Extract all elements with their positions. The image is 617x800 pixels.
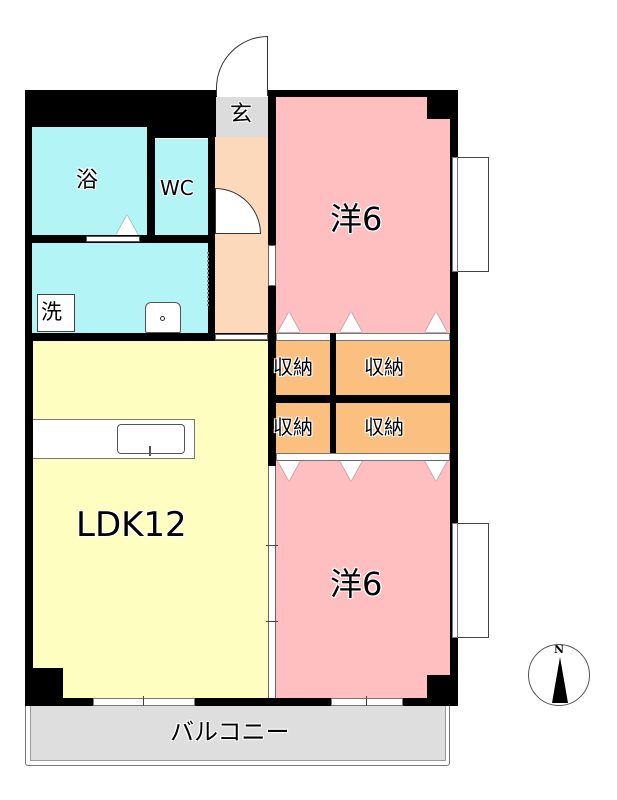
window-mullion [366,696,367,706]
closet-door-triangle [425,312,447,332]
washroom-folding-door[interactable] [207,252,210,306]
wc-right-wall [208,127,215,341]
room-hallway [215,137,268,333]
wc-label: WC [160,176,194,200]
western-room-2-window-sill [452,523,458,638]
kitchen-faucet [149,446,151,456]
hallway-room1-wall-lower [268,286,276,466]
room-western-2 [276,461,450,698]
western-room-2-label: 洋6 [330,565,383,603]
ldk-balcony-window[interactable] [93,698,195,706]
room1-pillar [427,97,450,119]
entrance-label: 玄 [230,102,253,127]
kitchen-sink [117,424,185,454]
balcony-label: バルコニー [170,718,290,746]
partition-mark [266,621,278,622]
room-storage-2 [336,341,450,395]
closet-door-triangle [278,312,300,332]
window-mullion [143,696,144,706]
washroom-label: 洗 [41,300,62,324]
western-room-1-label: 洋6 [330,200,383,238]
ldk-pillar [33,668,63,698]
storage-4-label: 収納 [364,415,404,439]
storage-2-label: 収納 [364,355,404,379]
bath-door-triangle [116,215,138,235]
outer-wall-left [25,90,33,706]
room-wc [155,139,208,235]
closet-door-triangle [278,461,300,481]
compass-needle-icon [552,657,568,703]
washing-machine-space [37,294,75,332]
closet-door-triangle [340,461,362,481]
closet-door-triangle [425,461,447,481]
storage-3-label: 収納 [273,415,313,439]
closet-door-track-bottom [276,453,450,461]
ldk-label: LDK12 [76,505,187,545]
bath-door[interactable] [86,236,140,242]
closet-door-track-top [276,333,450,341]
ldk-door-frame [215,334,268,340]
room-storage-4 [336,403,450,453]
closet-door-triangle [340,312,362,332]
washroom-ldk-wall [25,333,215,342]
outer-wall-bottom [25,698,458,706]
partition-mark [266,545,278,546]
room-storage-1 [276,341,330,395]
room-ldk [33,341,268,698]
compass: N [528,644,590,706]
room2-pillar [427,675,450,698]
outer-wall-top-right [268,90,458,98]
hallway-room1-wall [268,90,276,245]
storage-divider-horizontal [268,395,458,403]
room-entrance [216,97,268,137]
western-room-1-window-sill [452,157,458,272]
room-western-1 [276,97,450,333]
room2-balcony-window[interactable] [331,698,403,706]
western-room-1-window [452,157,489,272]
bath-wc-wall [147,127,155,242]
entrance-door[interactable] [216,36,268,96]
washbasin-drain [160,316,165,321]
washbasin [145,302,181,333]
room-storage-3 [276,403,330,453]
ldk-room2-sliding-partition[interactable] [268,466,276,698]
storage-1-label: 収納 [273,355,313,379]
balcony-floor [30,705,446,761]
compass-north-label: N [554,644,565,656]
room1-door-jamb [268,245,276,286]
bath-label: 浴 [76,168,99,193]
